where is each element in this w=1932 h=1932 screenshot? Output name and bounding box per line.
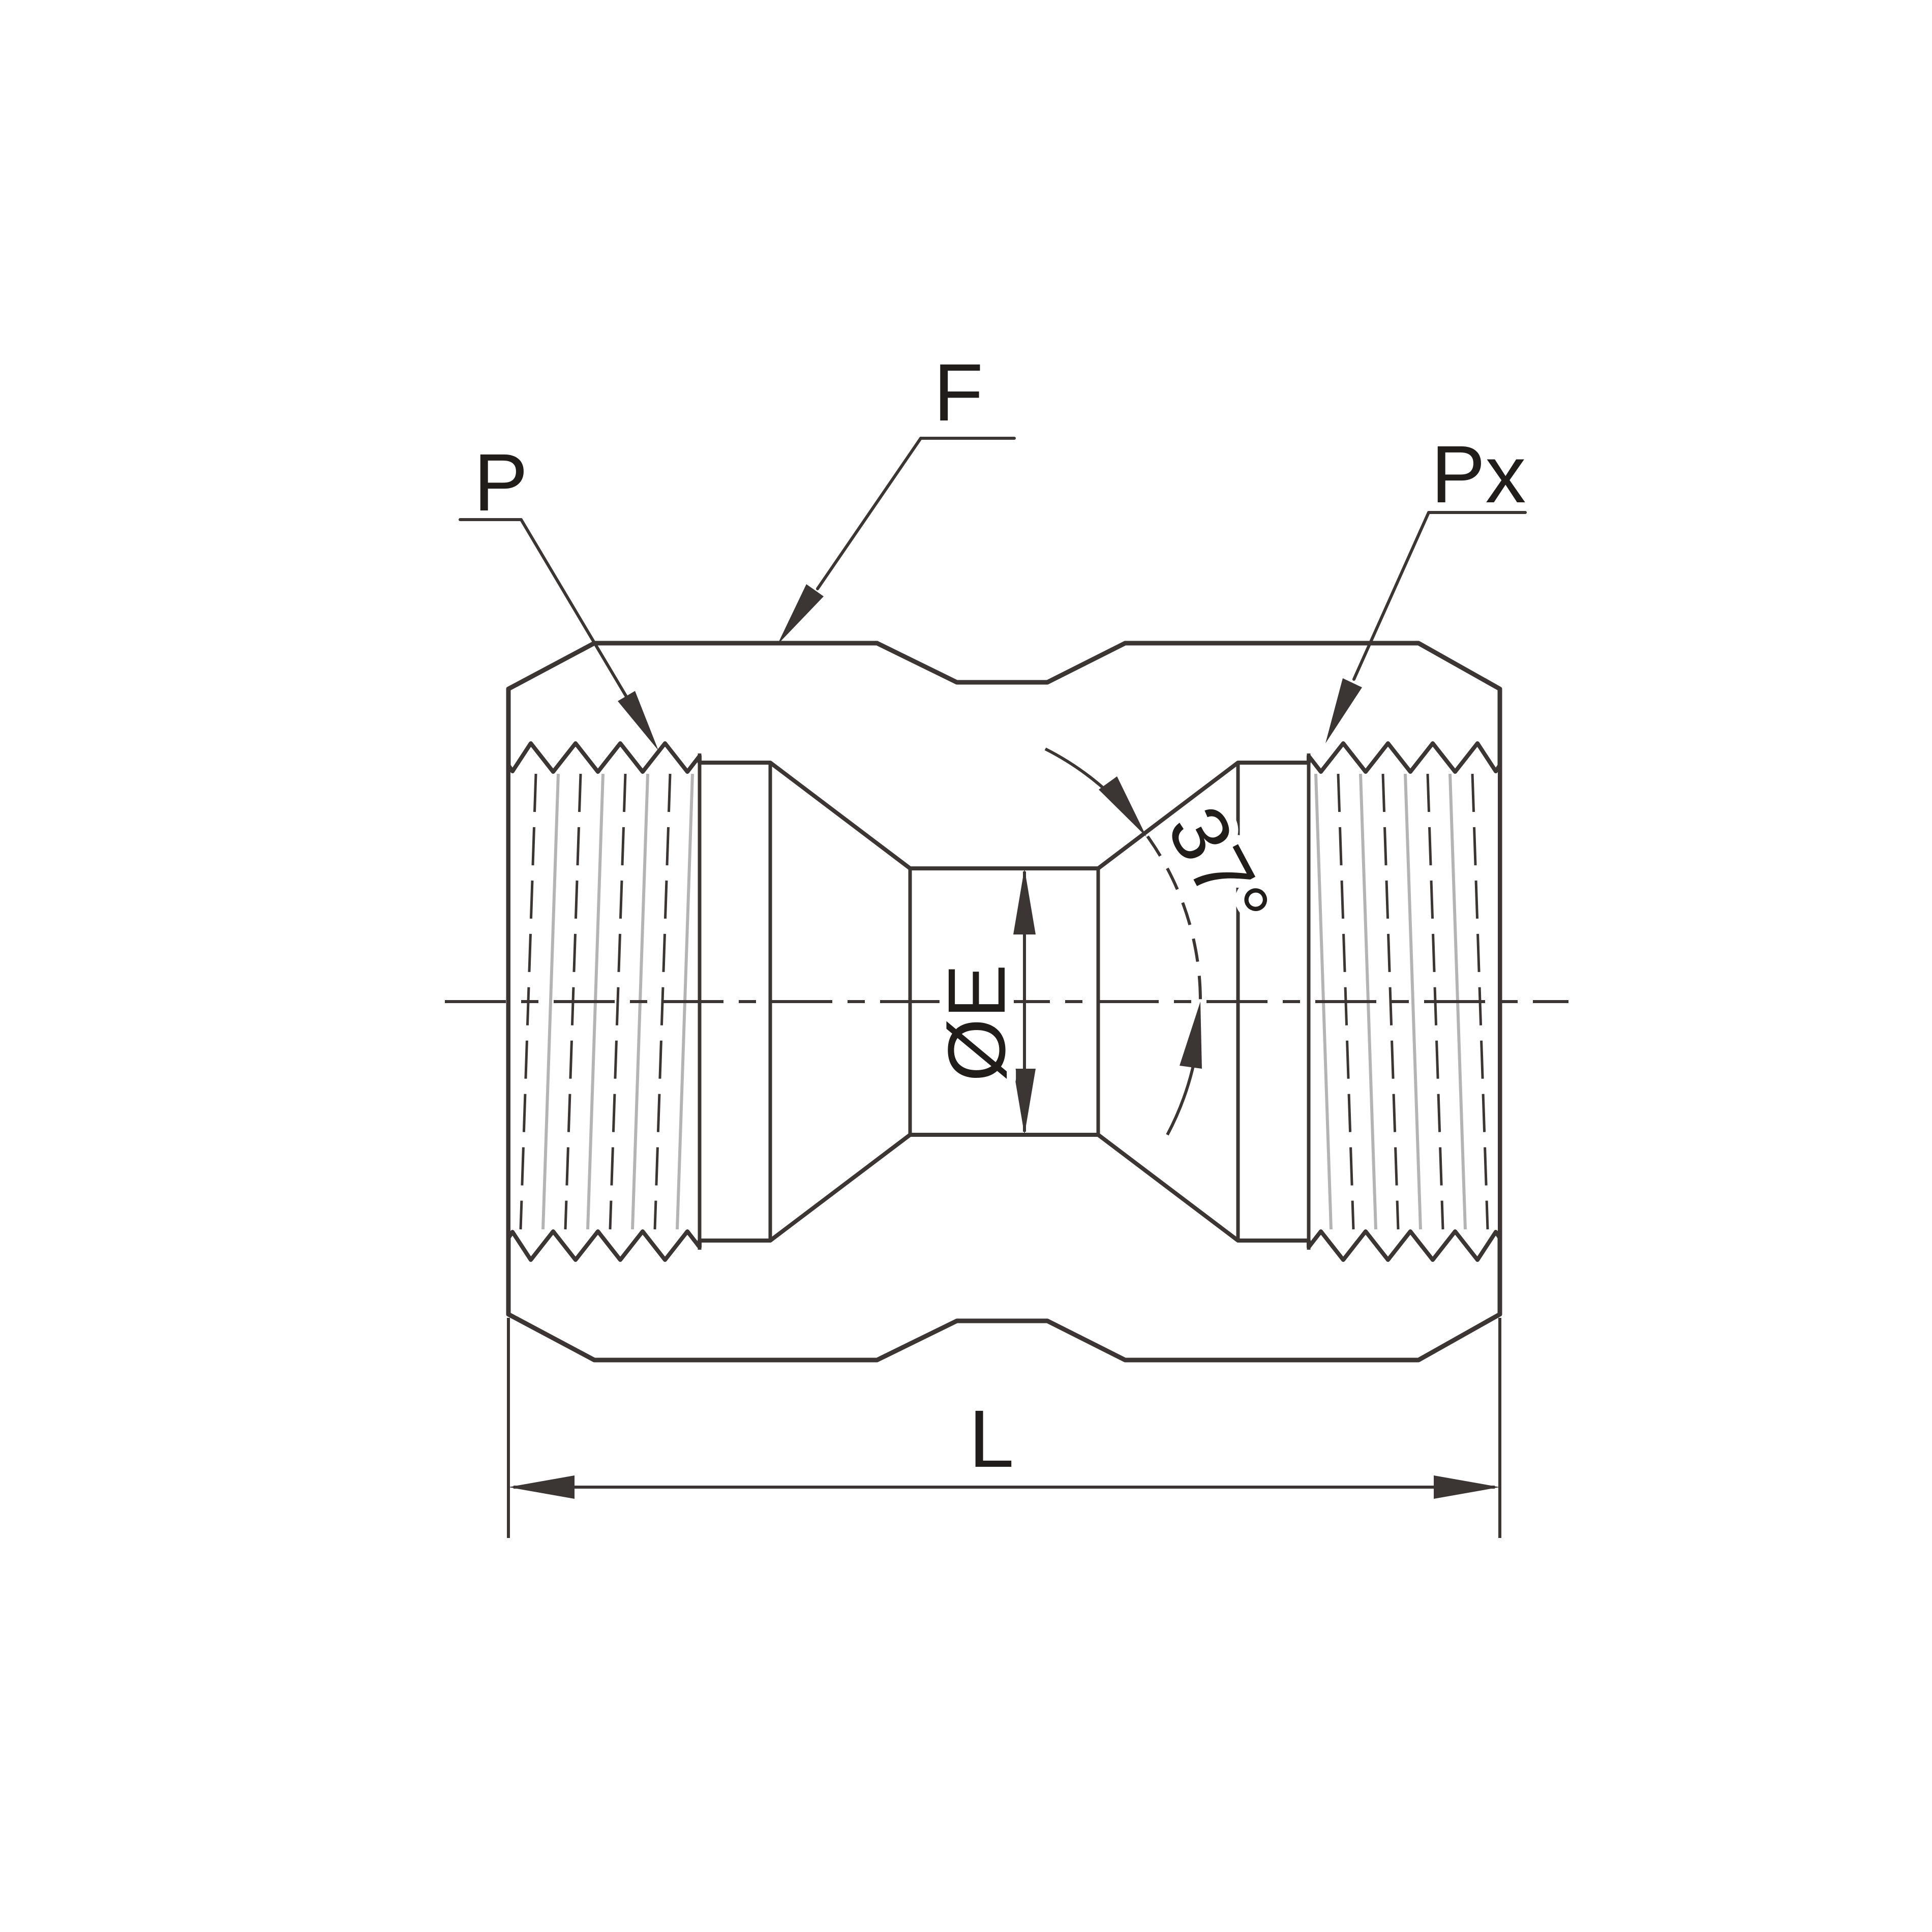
thread-left-label: P [474,437,528,528]
bore-diameter-label: ØE [931,964,1022,1081]
arrowhead-down [1013,1069,1036,1135]
thread-flank-line [1381,773,1400,1230]
arrowhead-on-cone [1099,776,1146,837]
callout-thread-right: Px [1325,429,1527,743]
callout-wrench-flat: F [777,347,1016,645]
dim-bore-diameter: ØE [922,868,1036,1135]
thread-flank-line [541,773,560,1230]
angle-arc-tail-lower [1166,1041,1199,1136]
leader-line [816,437,922,590]
leader-arrowhead [618,691,658,750]
overall-length-label: L [969,1393,1014,1484]
callout-thread-left: P [459,437,658,750]
dim-overall-length: L [507,1318,1501,1538]
arrowhead-left [508,1475,575,1499]
body-cross-section [506,641,1502,1363]
leader-arrowhead [1325,678,1362,743]
thread-flank-line [1404,773,1422,1230]
arrowhead-right [1434,1475,1500,1499]
leader-line [1352,511,1430,681]
wrench-flat-label: F [933,347,983,438]
thread-flank-line [609,773,627,1230]
thread-right-label: Px [1431,429,1526,520]
leader-arrowhead [777,584,824,645]
leader-line [520,518,635,709]
angle-arc [1146,835,1202,1002]
arrowhead-up [1013,868,1036,934]
